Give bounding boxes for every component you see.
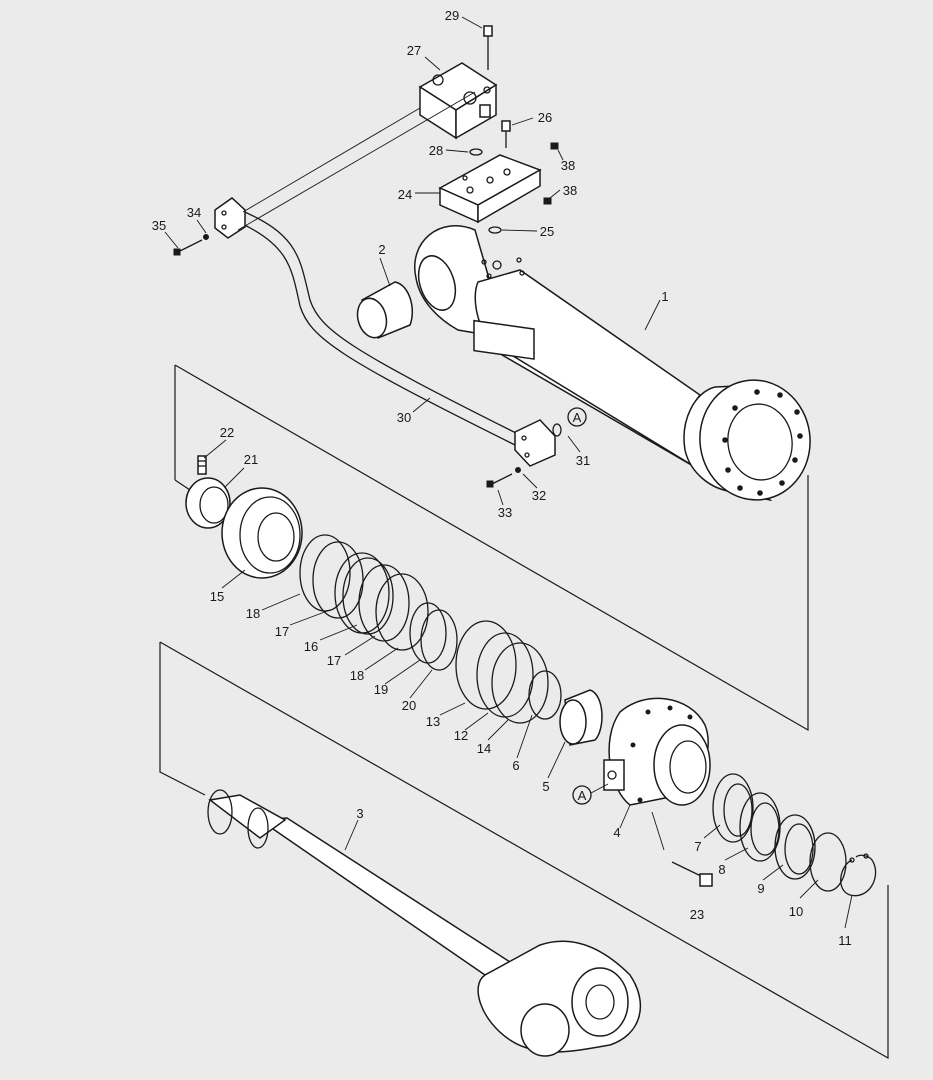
callout-23: 23 [690,907,704,922]
callout-32: 32 [532,488,546,503]
callout-15: 15 [210,589,224,604]
callout-4: 4 [613,825,620,840]
callout-21: 21 [244,452,258,467]
callout-7: 7 [694,839,701,854]
reference-marker-a-lower: A [572,785,592,805]
reference-marker-a-upper: A [567,407,587,427]
set-screw-part-22 [197,455,207,475]
callout-3: 3 [356,806,363,821]
ring-part-17a [312,541,364,619]
o-ring-part-31 [552,423,562,437]
ring-part-17b [358,564,410,642]
ring-part-6 [528,670,562,720]
callout-22: 22 [220,425,234,440]
snap-ring-part-11 [840,853,877,897]
ring-part-16 [334,552,394,635]
callout-38-lower: 38 [563,183,577,198]
callout-34: 34 [187,205,201,220]
plug-part-38 [543,142,559,205]
bolt-part-35 [173,239,203,256]
callout-20: 20 [402,698,416,713]
callout-13: 13 [426,714,440,729]
callout-8: 8 [718,862,725,877]
rod-cover-part-4 [603,697,711,806]
callout-17-first: 17 [275,624,289,639]
callout-27: 27 [407,43,421,58]
cylinder-tube-part-1 [414,225,811,502]
o-ring-part-28 [469,148,483,156]
callout-29: 29 [445,8,459,23]
callout-31: 31 [576,453,590,468]
bolt-part-29 [483,25,493,70]
ring-part-7 [712,773,754,843]
callout-10: 10 [789,904,803,919]
callout-28: 28 [429,143,443,158]
piston-assembly-guide-box [174,364,809,732]
callout-18-second: 18 [350,668,364,683]
callout-11: 11 [838,933,852,948]
bolt-part-26 [501,120,511,148]
callout-30: 30 [397,410,411,425]
callout-5: 5 [542,779,549,794]
ring-part-9 [774,814,816,880]
o-ring-part-25 [488,226,502,234]
callout-1: 1 [661,289,668,304]
piston-rod-part-3 [207,789,641,1057]
ring-part-20 [420,609,458,671]
rod-assembly-guide-box [159,641,889,1060]
plate-part-24 [438,154,542,224]
nut-part-21 [185,477,231,529]
ring-part-10 [809,832,847,892]
callout-2: 2 [378,242,385,257]
callout-labels: 29 27 26 28 38 38 24 25 2 1 34 35 30 31 … [152,8,852,948]
callout-26: 26 [538,110,552,125]
ring-part-13 [455,620,517,710]
callout-24: 24 [398,187,412,202]
callout-38-upper: 38 [561,158,575,173]
reference-label: A [578,788,587,803]
callout-35: 35 [152,218,166,233]
ring-part-18a [299,534,351,612]
callout-14: 14 [477,741,491,756]
bolt-part-33 [486,473,513,488]
callout-33: 33 [498,505,512,520]
piston-part-15 [221,487,303,579]
callout-17-second: 17 [327,653,341,668]
reference-label: A [573,410,582,425]
bolt-part-23 [671,861,713,887]
washer-part-32 [515,467,521,473]
callout-19: 19 [374,682,388,697]
callout-6: 6 [512,758,519,773]
callout-12: 12 [454,728,468,743]
callout-18-first: 18 [246,606,260,621]
ring-part-18b [375,573,429,651]
valve-block-part-27 [418,62,498,140]
bushing-part-5 [559,689,603,746]
pipe-part-30 [214,197,556,467]
callout-16: 16 [304,639,318,654]
callout-25: 25 [540,224,554,239]
bushing-part-2 [356,281,414,339]
leader-lines [164,16,853,929]
washer-part-34 [203,234,209,240]
ring-part-14 [491,642,549,724]
callout-9: 9 [757,881,764,896]
